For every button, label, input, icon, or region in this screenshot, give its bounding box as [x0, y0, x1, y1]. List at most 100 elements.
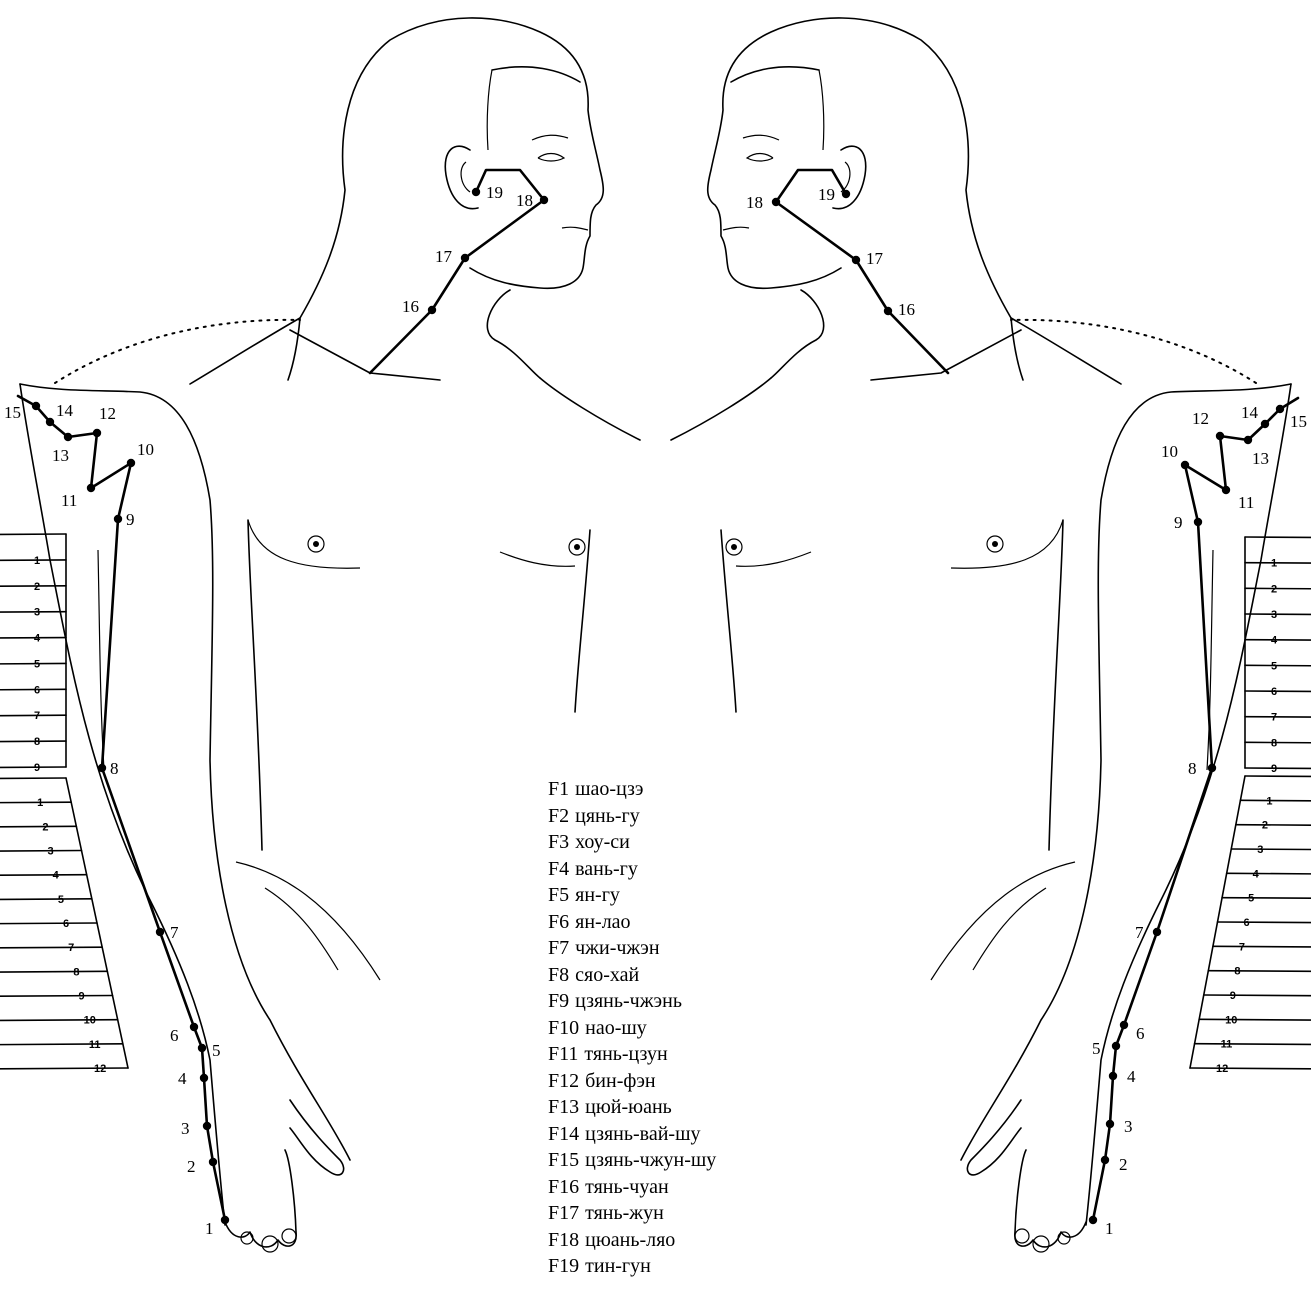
right-forearm-scale-label: 11 [1221, 1039, 1233, 1051]
right-forearm-scale-label: 9 [1230, 990, 1236, 1002]
right-acupoint-dot [1109, 1072, 1117, 1080]
right-acupoint-dot [1120, 1021, 1128, 1029]
legend-item: F2цянь-гу [548, 803, 716, 830]
right-upper_arm-scale-label: 6 [1271, 686, 1277, 698]
left-acupoint-label: 3 [181, 1119, 190, 1138]
right-head-outline [708, 18, 1011, 318]
right-torso-side [1049, 520, 1063, 850]
left-acupoint-label: 8 [110, 759, 119, 778]
left-acupoint-dot [221, 1216, 229, 1224]
legend-name: сяо-хай [575, 964, 639, 986]
right-mouth [723, 227, 749, 230]
right-acupoint-label: 10 [1161, 442, 1178, 461]
left-forearm-scale-tick [0, 971, 107, 975]
left-forearm-scale-label: 7 [68, 942, 74, 954]
left-forearm-scale-label: 3 [48, 846, 54, 858]
left-trunk-right [540, 378, 640, 440]
right-acupoint-dot [1112, 1042, 1120, 1050]
left-forearm-scale-tick [0, 875, 87, 879]
legend-item: F19 тин-гун [548, 1253, 716, 1280]
right-acupoint-dot [1181, 461, 1189, 469]
legend-code: F15 [548, 1147, 579, 1174]
left-arm-inner [20, 384, 225, 1225]
left-acupoint-label: 9 [126, 510, 135, 529]
right-thumb [967, 1100, 1021, 1175]
legend-code: F9 [548, 988, 569, 1015]
right-brow [743, 135, 779, 140]
right-acupoint-dot [1276, 405, 1284, 413]
left-acupoint-label: 1 [205, 1219, 214, 1238]
legend-name: тин-гун [585, 1255, 651, 1277]
left-fingertip-1 [241, 1232, 253, 1244]
right-upper_arm-scale-tick [1245, 640, 1311, 644]
legend-name: цянь-гу [575, 805, 640, 827]
legend-code: F4 [548, 856, 569, 883]
legend-name: шао-цзэ [575, 778, 643, 800]
left-upper_arm-scale-tick [0, 663, 66, 667]
right-acupoint-label: 1 [1105, 1219, 1114, 1238]
left-acupoint-label: 16 [402, 297, 419, 316]
left-chest-line-1 [248, 520, 360, 568]
left-torso-front [575, 530, 590, 712]
right-upper_arm-scale-tick [1245, 742, 1311, 746]
right-trunk-right [671, 378, 771, 440]
left-upper_arm-scale-tick [0, 689, 66, 693]
left-fingertip-3 [282, 1229, 296, 1243]
legend-code: F11 [548, 1041, 578, 1068]
left-forearm-scale-label: 12 [94, 1063, 106, 1075]
left-upper_arm-scale-label: 8 [34, 736, 40, 748]
right-upper_arm-scale-tick [1245, 665, 1311, 669]
legend-code: F19 [548, 1253, 579, 1280]
right-chest-line-2 [736, 552, 811, 566]
left-forearm-scale-label: 2 [42, 821, 48, 833]
legend-code: F13 [548, 1094, 579, 1121]
legend-code: F18 [548, 1227, 579, 1254]
right-upper_arm-scale-tick [1245, 768, 1311, 772]
left-forearm-scale-tick [0, 1044, 123, 1048]
right-acupoint-dot [1222, 486, 1230, 494]
right-fingertip-1 [1058, 1232, 1070, 1244]
left-upper_arm-scale-label: 1 [34, 555, 40, 567]
left-forearm-scale-tick [0, 851, 82, 855]
left-upper_arm-scale-tick [0, 715, 66, 719]
right-acupoint-label: 16 [898, 300, 915, 319]
right-forearm-scale-tick [1240, 800, 1311, 804]
right-hair-side [819, 70, 824, 150]
right-abdomen [931, 862, 1075, 980]
left-neck-front [487, 290, 540, 378]
right-acupoint-label: 9 [1174, 513, 1183, 532]
legend-name: вань-гу [575, 858, 638, 880]
right-acupoint-label: 4 [1127, 1067, 1136, 1086]
right-forearm-scale-label: 1 [1266, 795, 1272, 807]
left-forearm-scale-tick [0, 947, 102, 951]
right-acupoint-label: 3 [1124, 1117, 1133, 1136]
right-acupoint-dot [852, 256, 860, 264]
left-dotted-arc [55, 320, 300, 383]
left-upper_arm-scale-tick [0, 534, 66, 538]
left-forearm-scale-label: 6 [63, 918, 69, 930]
left-upper_arm-scale-tick [0, 612, 66, 616]
right-dotted-arc [1011, 320, 1256, 383]
right-upper_arm-scale-label: 8 [1271, 737, 1277, 749]
legend-code: F6 [548, 909, 569, 936]
left-forearm-scale-label: 10 [84, 1015, 96, 1027]
right-hairline [731, 67, 819, 82]
left-acupoint-label: 19 [486, 183, 503, 202]
right-acupoint-dot [884, 307, 892, 315]
left-acupoint-dot [98, 764, 106, 772]
legend-code: F16 [548, 1174, 579, 1201]
left-acupoint-dot [32, 402, 40, 410]
right-upper_arm-scale-label: 4 [1271, 635, 1278, 647]
left-nipple-2-center [574, 544, 580, 550]
right-neck-front [771, 290, 824, 378]
left-forearm-scale-tick [0, 923, 97, 927]
right-arm-inner [1086, 384, 1291, 1225]
left-acupoint-dot [64, 433, 72, 441]
right-abdomen-2 [973, 888, 1046, 970]
right-forearm-scale-tick [1208, 971, 1311, 975]
right-upper_arm-scale-label: 9 [1271, 763, 1277, 775]
left-upper_arm-scale-tick [0, 638, 66, 642]
